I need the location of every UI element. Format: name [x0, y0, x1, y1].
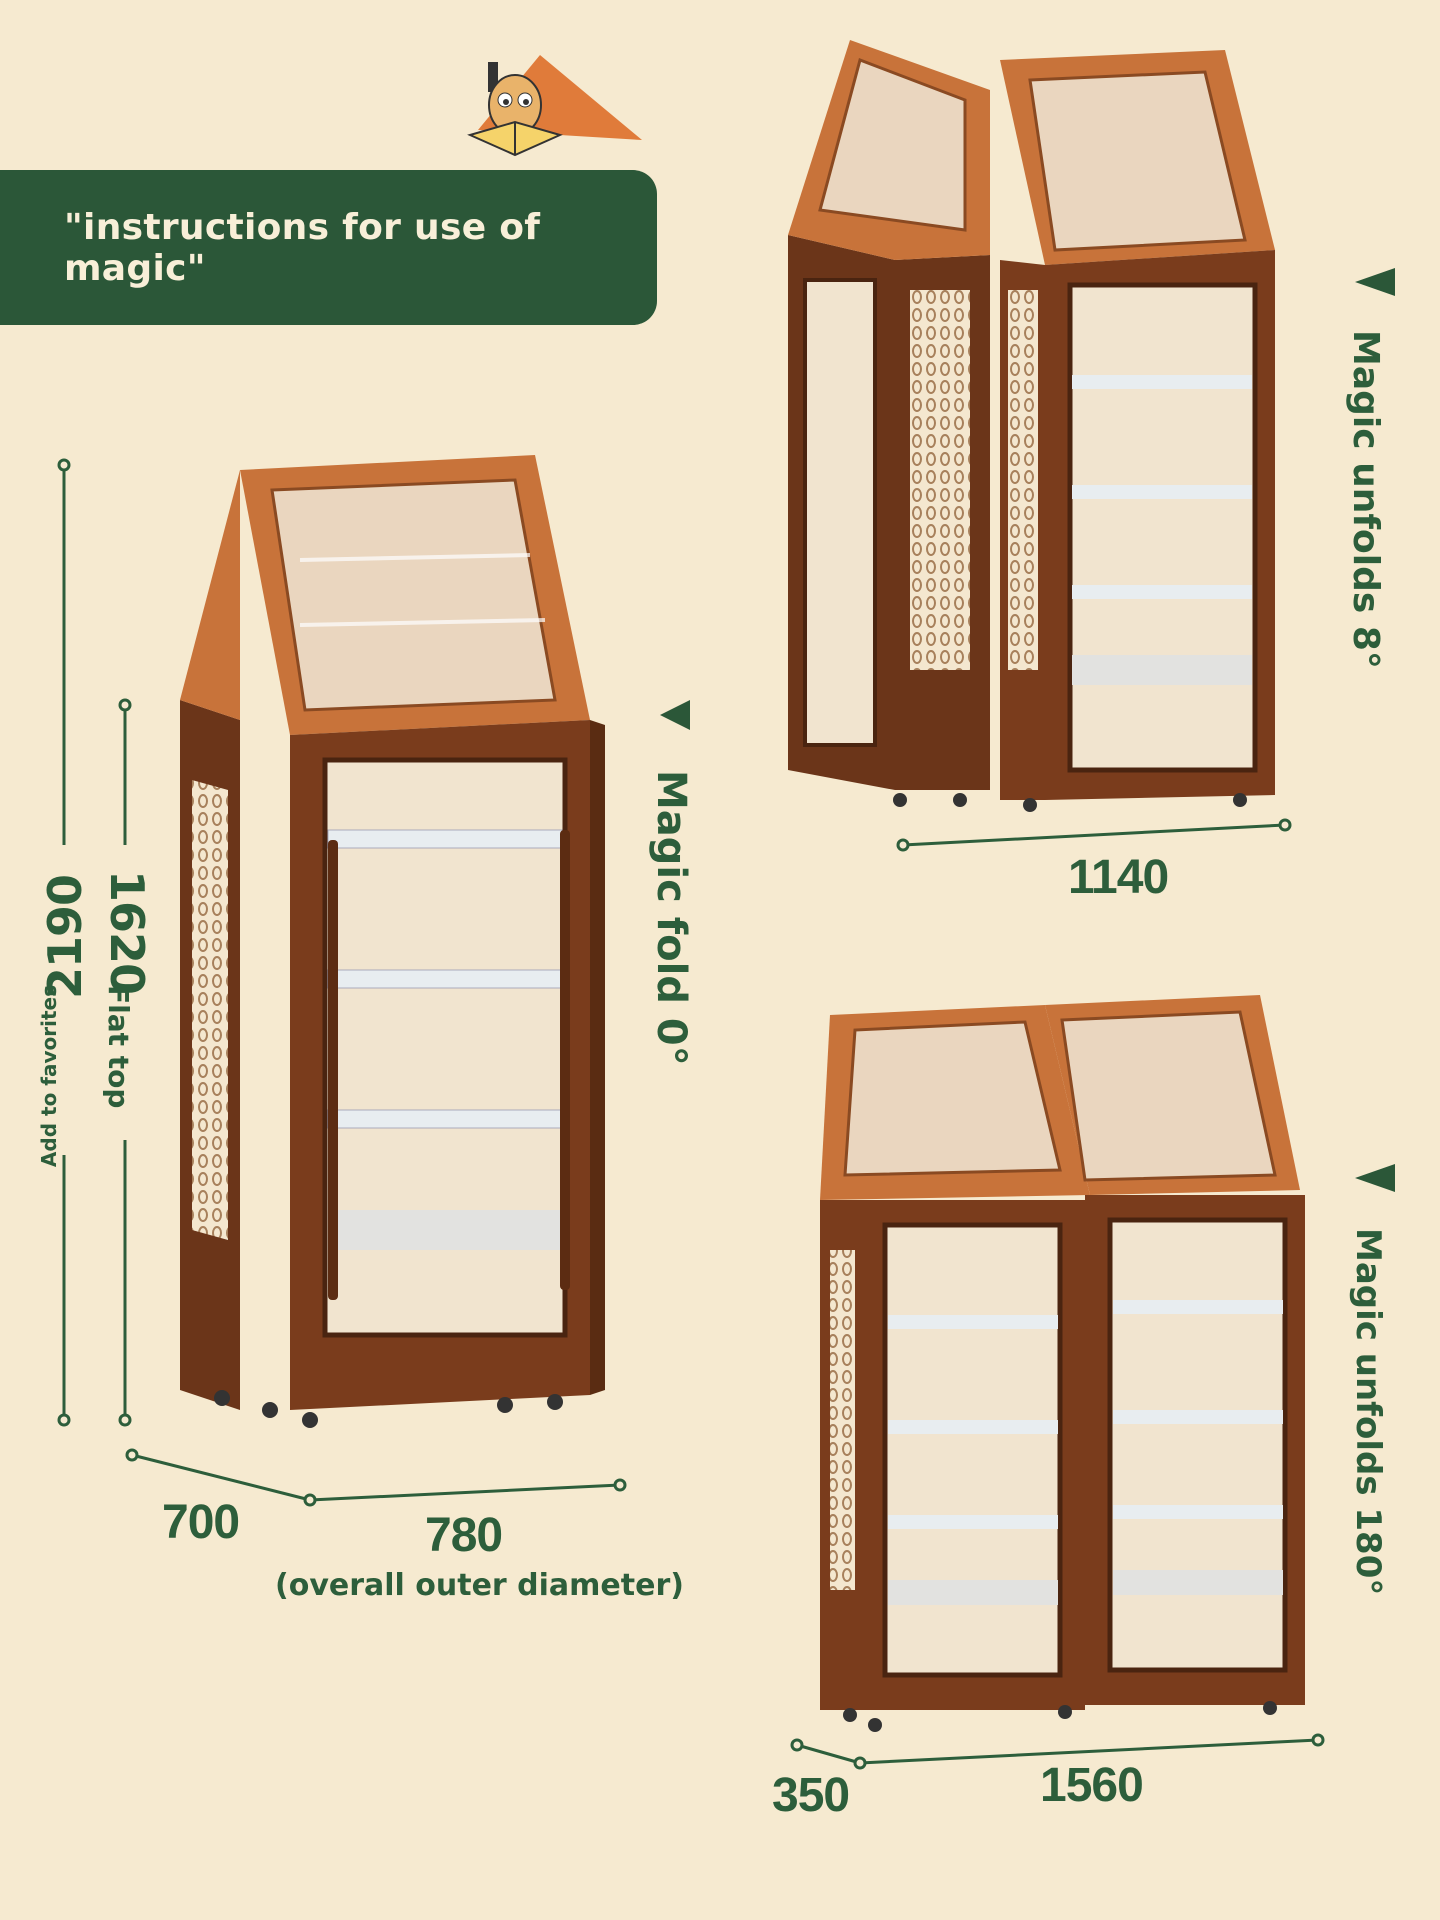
instructions-banner: "instructions for use of magic": [0, 170, 657, 325]
height-total-note: Add to favorites: [37, 985, 61, 1168]
magic-unfolds-8-label: Magic unfolds 8°: [1345, 330, 1386, 669]
width-8-value: 1140: [1068, 851, 1169, 904]
depth-180-value: 350: [772, 1769, 850, 1822]
depth-folded-value: 700: [162, 1496, 240, 1549]
banner-title: "instructions for use of magic": [64, 206, 541, 289]
magic-fold-label: Magic fold 0°: [648, 770, 694, 1066]
height-flat-value: 1620: [100, 870, 154, 995]
marker-triangles: [660, 268, 1395, 1192]
height-total-value: 2190: [38, 875, 92, 1000]
height-flat-note: Flat top: [102, 985, 135, 1109]
unfold-8-cabinet: [788, 40, 1275, 812]
home-work-logo: [467, 55, 642, 157]
unfold-180-cabinet: [820, 995, 1305, 1732]
width-folded-value: 780: [425, 1509, 503, 1562]
width-folded-note: (overall outer diameter): [275, 1568, 684, 1603]
dimension-lines: [57, 458, 1325, 1770]
width-180-value: 1560: [1040, 1759, 1144, 1812]
magic-unfolds-180-label: Magic unfolds 180°: [1348, 1228, 1388, 1596]
folded-cabinet: [180, 455, 605, 1428]
